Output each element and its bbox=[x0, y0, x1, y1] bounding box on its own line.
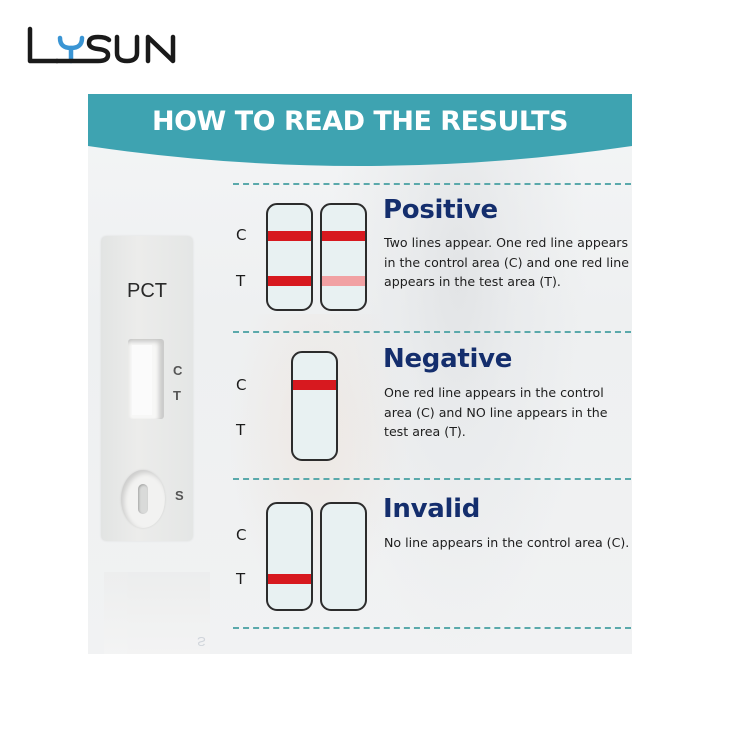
cassette-sample-well bbox=[121, 470, 165, 528]
invalid-strip-2 bbox=[320, 502, 367, 611]
positive-strip-2 bbox=[320, 203, 367, 311]
positive-strip-1 bbox=[266, 203, 313, 311]
cassette-mark-t: T bbox=[173, 388, 181, 403]
banner-title: HOW TO READ THE RESULTS bbox=[151, 106, 569, 137]
faint-test-line bbox=[322, 276, 365, 286]
header-banner: HOW TO READ THE RESULTS bbox=[88, 94, 632, 170]
test-line bbox=[268, 574, 311, 584]
sample-well-hole bbox=[138, 484, 148, 514]
positive-label-t: T bbox=[236, 272, 246, 290]
pct-test-cassette: PCT C T S bbox=[101, 236, 193, 541]
control-line bbox=[293, 380, 336, 390]
negative-description: One red line appears in the control area… bbox=[384, 385, 608, 439]
divider-positive-negative bbox=[233, 331, 631, 333]
banner-shape bbox=[88, 94, 632, 166]
cassette-test-strip bbox=[132, 345, 152, 415]
positive-label-c: C bbox=[236, 226, 247, 244]
negative-label-t: T bbox=[236, 421, 246, 439]
negative-title: Negative bbox=[383, 344, 513, 374]
negative-label-c: C bbox=[236, 376, 247, 394]
control-line bbox=[322, 231, 365, 241]
cassette-mark-c: C bbox=[173, 363, 183, 378]
reflection-mark-s: S bbox=[197, 634, 206, 649]
positive-description: Two lines appear. One red line appears i… bbox=[384, 235, 630, 289]
invalid-title: Invalid bbox=[383, 494, 481, 524]
cassette-label: PCT bbox=[127, 280, 167, 302]
cassette-result-window bbox=[128, 339, 164, 419]
invalid-description: No line appears in the control area (C). bbox=[384, 535, 630, 550]
negative-strip bbox=[291, 351, 338, 461]
cassette-reflection: S bbox=[104, 572, 210, 654]
invalid-label-t: T bbox=[236, 570, 246, 588]
test-line bbox=[268, 276, 311, 286]
divider-top bbox=[233, 183, 631, 185]
positive-title: Positive bbox=[383, 195, 498, 225]
lysun-logo bbox=[27, 26, 176, 64]
divider-negative-invalid bbox=[233, 478, 631, 480]
invalid-strip-1 bbox=[266, 502, 313, 611]
control-line bbox=[268, 231, 311, 241]
divider-bottom bbox=[233, 627, 631, 629]
cassette-mark-s: S bbox=[175, 488, 184, 503]
invalid-label-c: C bbox=[236, 526, 247, 544]
